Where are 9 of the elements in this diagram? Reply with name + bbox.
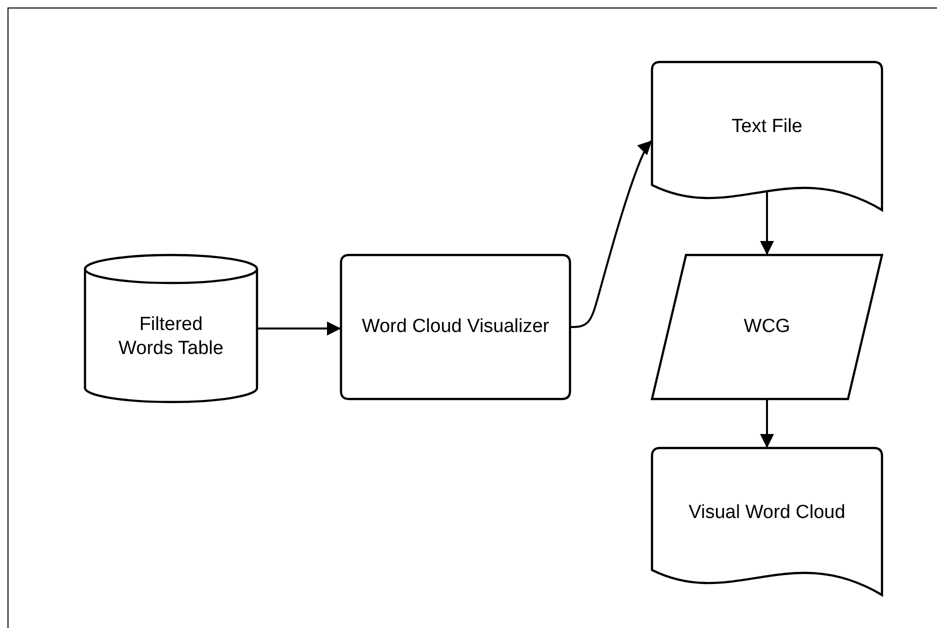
arrow: [760, 192, 774, 255]
arrow: [257, 322, 341, 336]
node-label: Text File: [730, 115, 804, 140]
arrow: [570, 140, 653, 328]
node-label: Filtered Words Table: [118, 313, 224, 362]
node-label: Word Cloud Visualizer: [360, 315, 550, 339]
node-label: WCG: [742, 315, 792, 339]
arrow: [760, 399, 774, 448]
node-label: Visual Word Cloud: [688, 500, 846, 525]
